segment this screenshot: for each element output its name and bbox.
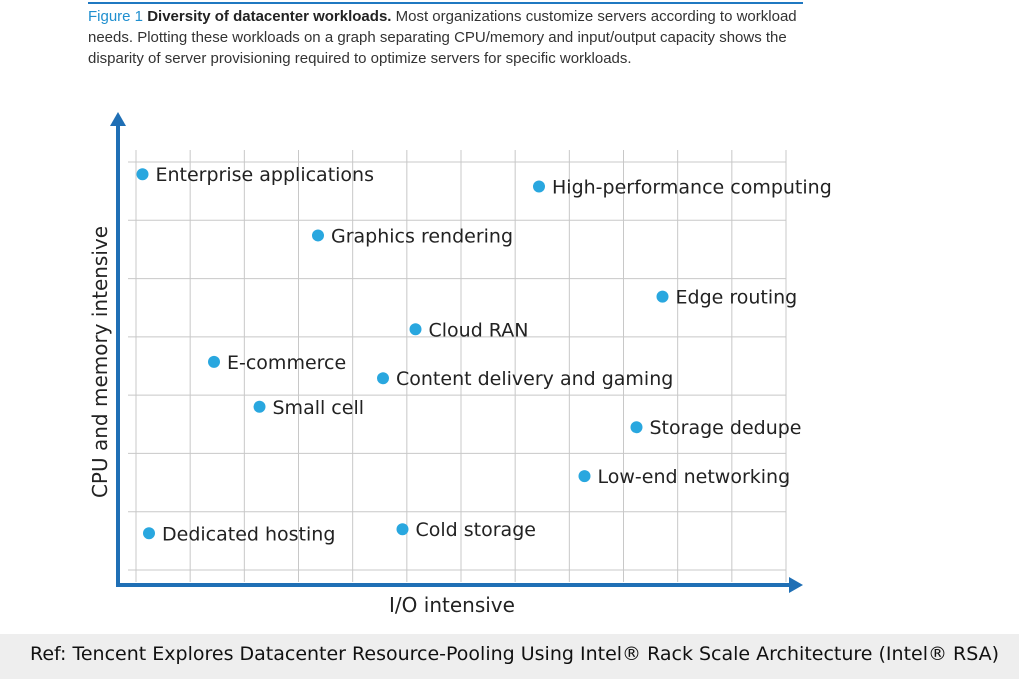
data-point-label: Enterprise applications bbox=[156, 164, 374, 186]
data-point bbox=[533, 180, 545, 193]
data-point-label: E-commerce bbox=[227, 352, 346, 374]
data-point-label: Edge routing bbox=[676, 287, 798, 309]
data-point-label: Dedicated hosting bbox=[162, 523, 335, 545]
data-point bbox=[208, 355, 220, 368]
y-axis-arrow bbox=[110, 112, 126, 126]
y-axis-label: CPU and memory intensive bbox=[88, 226, 112, 498]
figure-caption: Figure 1 Diversity of datacenter workloa… bbox=[88, 6, 808, 69]
reference-text: Ref: Tencent Explores Datacenter Resourc… bbox=[30, 643, 1000, 665]
reference-footer: Ref: Tencent Explores Datacenter Resourc… bbox=[0, 634, 1019, 679]
data-point bbox=[253, 400, 266, 413]
data-point-label: Cold storage bbox=[416, 519, 536, 541]
chart-axes bbox=[110, 112, 803, 593]
data-point bbox=[630, 421, 643, 434]
data-point-label: Cloud RAN bbox=[429, 319, 529, 341]
chart-grid bbox=[128, 150, 787, 582]
x-axis-arrow bbox=[789, 577, 803, 593]
data-point-label: High-performance computing bbox=[552, 176, 832, 198]
figure-label: Figure 1 bbox=[88, 8, 144, 25]
data-point bbox=[409, 323, 422, 336]
data-point bbox=[656, 290, 669, 303]
x-axis-label: I/O intensive bbox=[389, 593, 515, 617]
caption-rule bbox=[88, 2, 803, 4]
data-point-label: Graphics rendering bbox=[331, 225, 513, 247]
data-point bbox=[578, 470, 591, 483]
figure-title: Diversity of datacenter workloads. bbox=[147, 8, 392, 25]
scatter-chart: Enterprise applicationsHigh-performance … bbox=[88, 112, 832, 617]
data-point bbox=[143, 527, 155, 540]
data-point bbox=[136, 168, 149, 181]
data-point-label: Low-end networking bbox=[598, 466, 791, 488]
chart-points: Enterprise applicationsHigh-performance … bbox=[136, 164, 832, 545]
data-point-label: Small cell bbox=[273, 397, 365, 419]
data-point bbox=[377, 372, 389, 385]
data-point-label: Storage dedupe bbox=[650, 417, 802, 439]
data-point bbox=[312, 229, 324, 242]
data-point-label: Content delivery and gaming bbox=[396, 368, 673, 390]
figure-caption-text: Most organizations customize servers acc… bbox=[88, 8, 797, 67]
data-point bbox=[396, 523, 409, 536]
